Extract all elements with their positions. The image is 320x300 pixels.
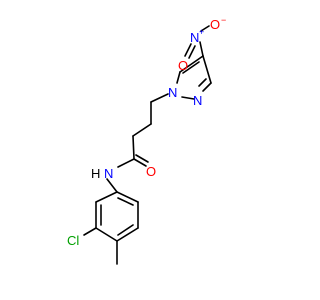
bond-ch2-c-carbonyl (132, 135, 135, 160)
bond-n2-c3-double (198, 78, 207, 87)
molecule-structure: O − N + O N N O H N Cl (67, 15, 226, 265)
bond-nitro-n-c4 (199, 41, 204, 57)
atom-nitro-o-minus-charge: − (221, 15, 226, 25)
atom-labels: O − N + O N N O H N Cl (67, 15, 226, 248)
bond-n1-ch2 (150, 93, 169, 103)
bond-nitro-n-o-minus (200, 25, 210, 32)
bond-c-o-double (133, 158, 147, 167)
bond-ring-cl (83, 227, 97, 236)
atom-nitro-o-minus: O (210, 17, 220, 32)
atom-pyrazole-n2: N (193, 93, 202, 108)
atom-amide-h: H (91, 166, 100, 181)
atom-amide-n: N (104, 166, 113, 181)
bond-ring-c6-c1 (116, 191, 139, 203)
atom-nitro-o-double: O (178, 58, 188, 73)
bond-ring-c4-c5-inner (117, 224, 134, 236)
bond-ring-c4-c5 (116, 227, 139, 242)
bonds (83, 25, 212, 265)
atom-nitro-n-charge: + (199, 27, 204, 37)
bond-ch2-ch2-b (132, 123, 152, 137)
bond-c-nh (117, 158, 135, 168)
bond-nitro-n-o-double-2 (188, 45, 196, 59)
atom-nitro-n: N (190, 30, 199, 45)
bond-c-o-double-2 (135, 154, 149, 163)
atom-pyrazole-n1: N (168, 85, 177, 100)
bond-c4-c5-double (182, 61, 200, 74)
bond-ring-c1-c2 (95, 191, 118, 203)
bond-nh-ring (106, 178, 118, 193)
bond-nitro-n-o-double (184, 43, 192, 57)
bond-c3-c4 (202, 55, 212, 84)
atom-cl: Cl (67, 233, 79, 248)
bond-ring-c6-c1-inner (117, 197, 134, 206)
bond-n2-c3 (202, 82, 212, 92)
bond-c4-c5 (179, 55, 204, 73)
bond-n1-n2 (181, 96, 195, 100)
bond-ring-c3-c4 (95, 227, 118, 242)
bond-c5-n1 (176, 71, 181, 84)
atom-amide-o: O (146, 164, 156, 179)
